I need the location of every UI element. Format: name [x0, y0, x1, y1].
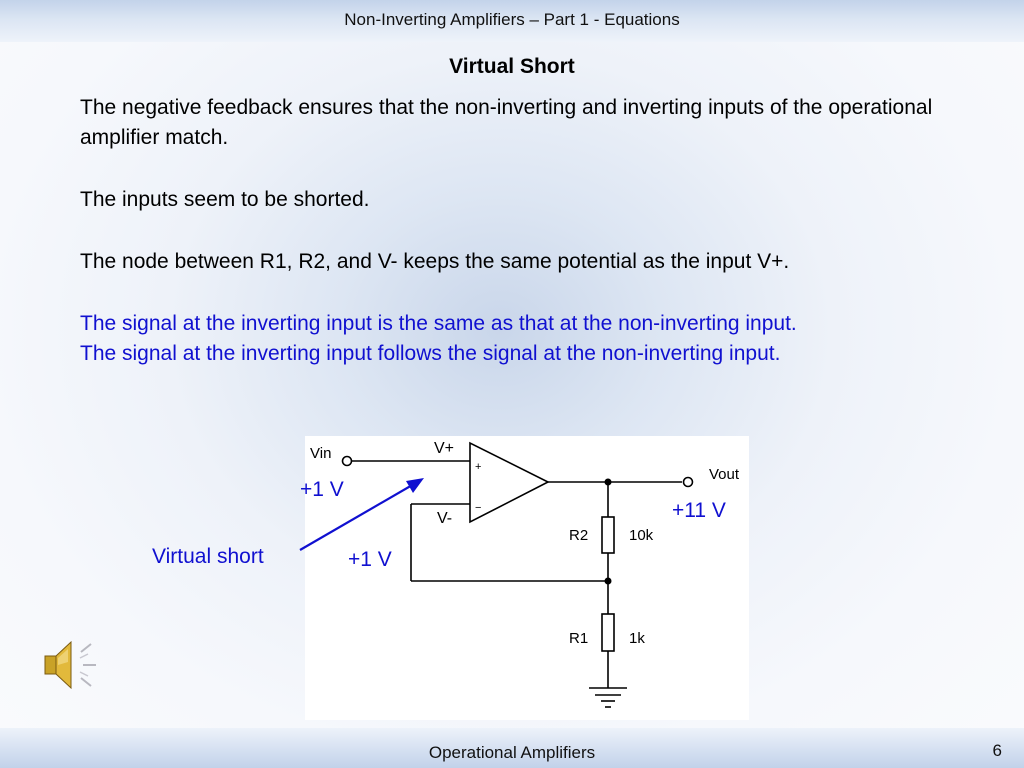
paragraph-node: The node between R1, R2, and V- keeps th… — [80, 250, 790, 273]
virtual-short-arrow — [299, 478, 424, 551]
r2-label: R2 — [569, 527, 588, 544]
vin-voltage-annotation: +1 V — [300, 478, 344, 501]
footer-title: Operational Amplifiers — [428, 743, 596, 762]
paragraph-feedback: The negative feedback ensures that the n… — [80, 96, 933, 149]
resistor-r1 — [601, 613, 615, 652]
vout-terminal — [682, 476, 694, 488]
footer-bar — [0, 728, 1024, 768]
ground-icon — [589, 687, 627, 708]
virtual-short-label: Virtual short — [152, 545, 264, 568]
resistor-r2 — [601, 516, 615, 554]
r1-label: R1 — [569, 630, 588, 647]
vin-label: Vin — [310, 445, 331, 462]
vplus-label: V+ — [434, 440, 454, 457]
output-junction-dot — [604, 478, 612, 486]
paragraph-shorted: The inputs seem to be shorted. — [80, 188, 370, 211]
vout-voltage-annotation: +11 V — [672, 499, 726, 522]
speaker-icon[interactable] — [44, 640, 96, 690]
op-amp-minus-sign: − — [475, 502, 481, 514]
page-number: 6 — [992, 741, 1002, 760]
header-title: Non-Inverting Amplifiers – Part 1 - Equa… — [344, 10, 680, 29]
feedback-junction-dot — [604, 577, 612, 585]
r1-value: 1k — [629, 630, 645, 647]
vminus-label: V- — [437, 510, 452, 527]
vout-label: Vout — [709, 466, 740, 483]
op-amp-triangle — [469, 441, 550, 524]
vin-terminal — [341, 455, 353, 467]
paragraph-signal-line-2: The signal at the inverting input follow… — [80, 342, 781, 365]
paragraph-signal-line-1: The signal at the inverting input is the… — [80, 312, 797, 335]
paragraph-signal: The signal at the inverting input is the… — [80, 309, 1000, 369]
op-amp-plus-sign: + — [475, 461, 481, 473]
r2-value: 10k — [629, 527, 654, 544]
vminus-voltage-annotation: +1 V — [348, 548, 392, 571]
slide-title: Virtual Short — [449, 55, 575, 78]
header-bar — [0, 0, 1024, 42]
